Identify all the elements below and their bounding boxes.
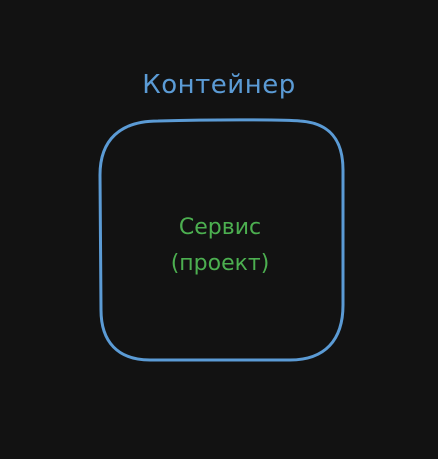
service-label-line1: Сервис — [178, 215, 262, 240]
container-box-outline — [98, 118, 345, 362]
service-label: Сервис (проект) — [100, 210, 340, 282]
container-label: Контейнер — [142, 70, 296, 100]
service-label-line2: (проект) — [170, 251, 270, 276]
